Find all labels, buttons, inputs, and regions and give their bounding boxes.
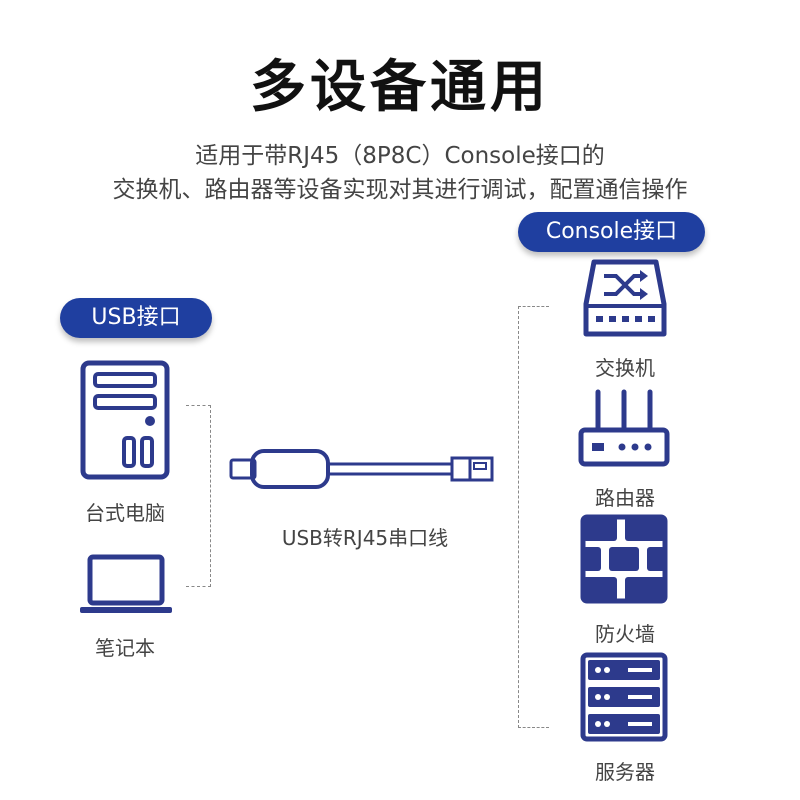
usb-port-badge: USB接口	[60, 298, 212, 338]
device-label-server: 服务器	[595, 760, 655, 784]
device-label-desktop: 台式电脑	[85, 501, 165, 525]
right-connector-bracket	[518, 306, 549, 728]
subtitle-line-2: 交换机、路由器等设备实现对其进行调试，配置通信操作	[112, 177, 688, 203]
laptop-icon	[80, 554, 172, 613]
cable-label: USB转RJ45串口线	[281, 526, 449, 550]
desktop-tower-icon	[80, 360, 170, 480]
firewall-icon	[580, 514, 668, 604]
page-title: 多设备通用	[250, 55, 550, 120]
device-label-laptop: 笔记本	[95, 636, 155, 660]
device-label-router: 路由器	[595, 486, 655, 510]
server-icon	[580, 652, 668, 742]
left-connector-bracket	[186, 405, 211, 587]
subtitle-line-1: 适用于带RJ45（8P8C）Console接口的	[195, 143, 605, 169]
switch-icon	[583, 259, 667, 337]
device-label-firewall: 防火墙	[595, 622, 655, 646]
usb-rj45-cable-icon	[229, 449, 494, 489]
device-label-switch: 交换机	[595, 356, 655, 380]
console-port-badge: Console接口	[518, 212, 705, 252]
router-icon	[578, 389, 670, 467]
